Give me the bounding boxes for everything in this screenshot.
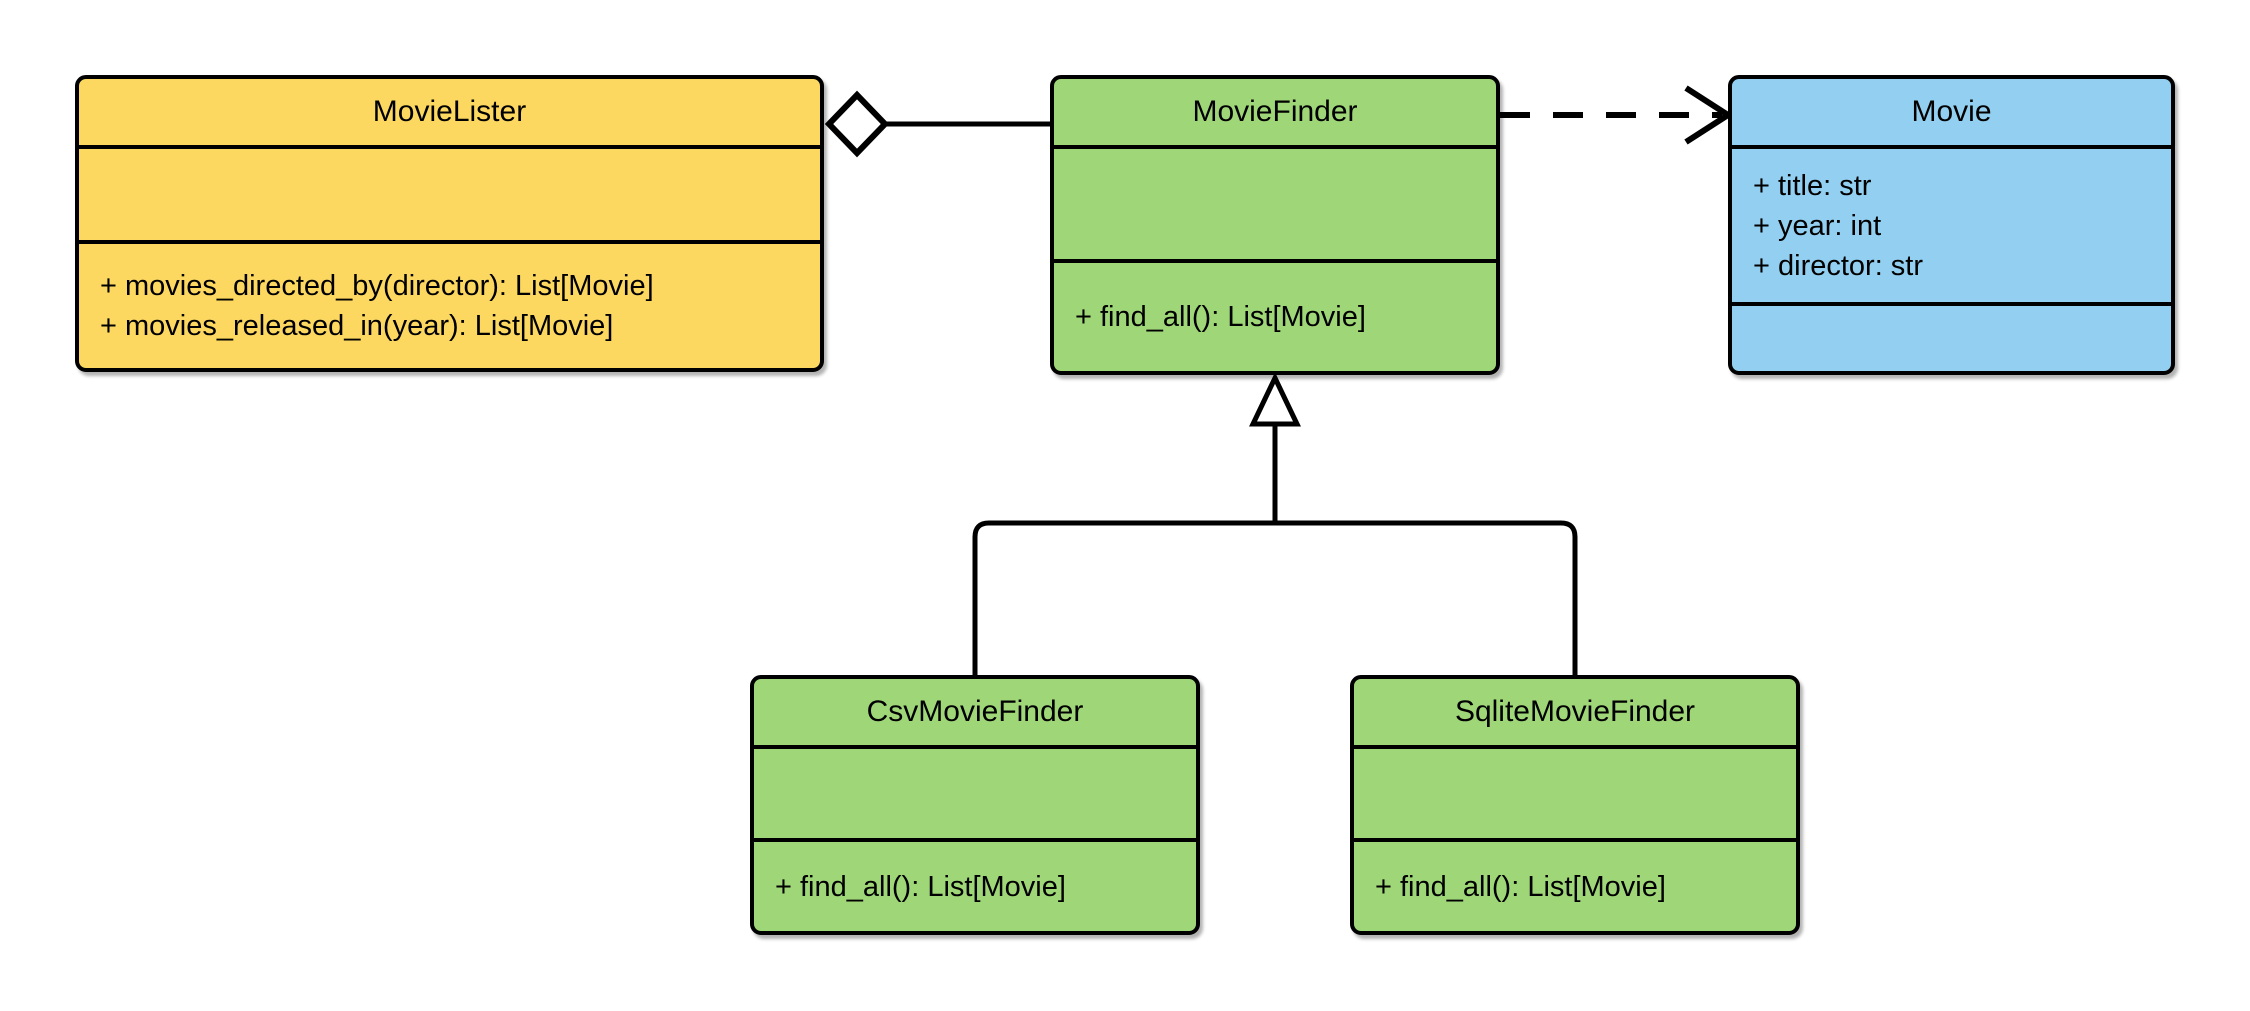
methods-section: + movies_directed_by(director): List[Mov… xyxy=(79,244,820,368)
attributes-section xyxy=(79,149,820,244)
method-label: + find_all(): List[Movie] xyxy=(1075,301,1366,333)
class-title: CsvMovieFinder xyxy=(754,679,1196,749)
generalization-triangle-icon xyxy=(1249,372,1301,427)
methods-section: + find_all(): List[Movie] xyxy=(754,842,1196,931)
method-label: + movies_directed_by(director): List[Mov… xyxy=(100,270,654,302)
method-label: + movies_released_in(year): List[Movie] xyxy=(100,310,614,342)
class-moviefinder: MovieFinder + find_all(): List[Movie] xyxy=(1050,75,1500,375)
method-label: + find_all(): List[Movie] xyxy=(775,870,1066,903)
dependency-arrowhead-icon xyxy=(1684,85,1734,145)
aggregation-diamond xyxy=(824,90,890,158)
attributes-section: + title: str + year: int + director: str xyxy=(1732,149,2171,306)
class-title: SqliteMovieFinder xyxy=(1354,679,1796,749)
method-label: + find_all(): List[Movie] xyxy=(1375,870,1666,903)
class-sqlitemoviefinder: SqliteMovieFinder + find_all(): List[Mov… xyxy=(1350,675,1800,935)
methods-section xyxy=(1732,306,2171,371)
attribute-label: + title: str xyxy=(1753,169,1872,202)
methods-section: + find_all(): List[Movie] xyxy=(1354,842,1796,931)
class-title: MovieLister xyxy=(79,79,820,149)
class-csvmoviefinder: CsvMovieFinder + find_all(): List[Movie] xyxy=(750,675,1200,935)
class-title: Movie xyxy=(1732,79,2171,149)
class-title: MovieFinder xyxy=(1054,79,1496,149)
class-movielister: MovieLister + movies_directed_by(directo… xyxy=(75,75,824,372)
attributes-section xyxy=(1054,149,1496,263)
attribute-label: + year: int xyxy=(1753,209,1882,242)
methods-section: + find_all(): List[Movie] xyxy=(1054,263,1496,371)
attribute-label: + director: str xyxy=(1753,249,1924,282)
generalization-branch xyxy=(972,520,1578,675)
class-movie: Movie + title: str + year: int + directo… xyxy=(1728,75,2175,375)
attributes-section xyxy=(754,749,1196,842)
attributes-section xyxy=(1354,749,1796,842)
